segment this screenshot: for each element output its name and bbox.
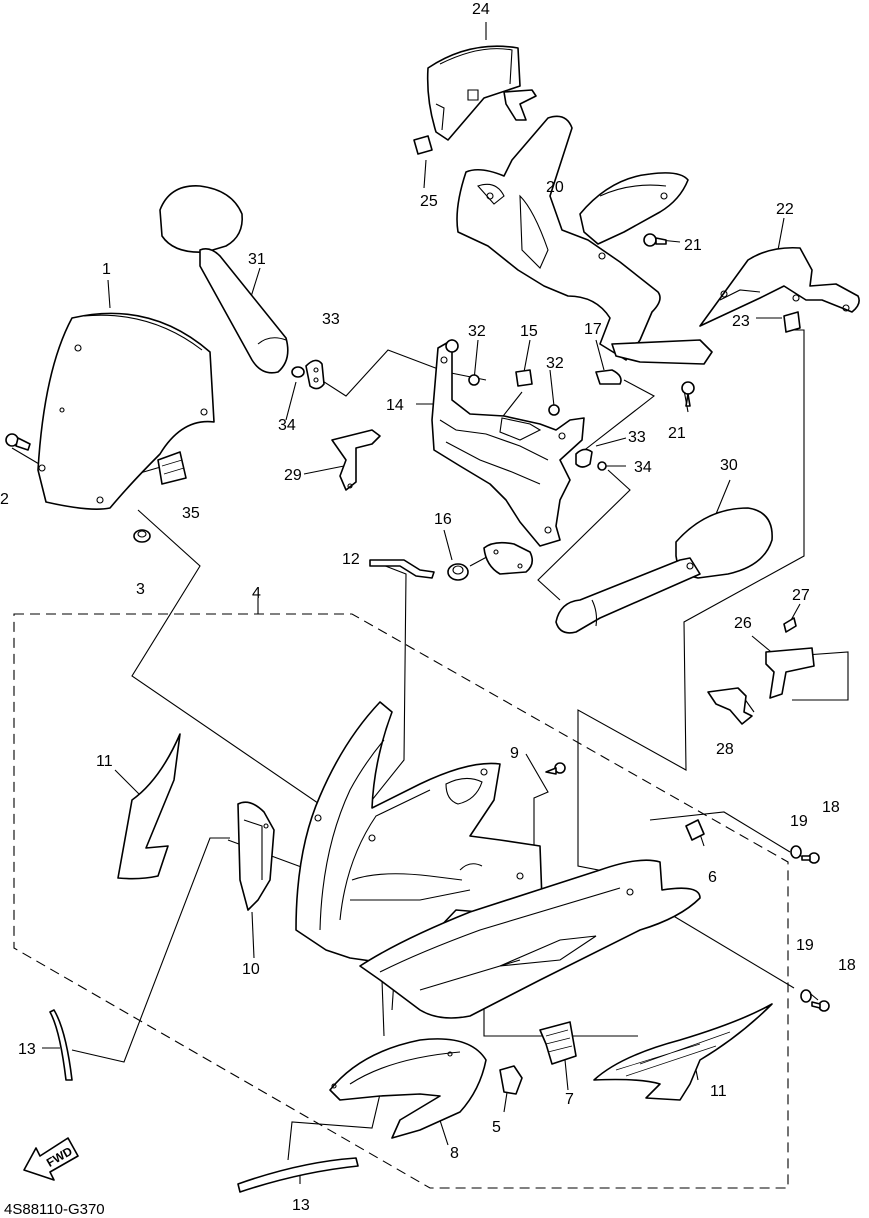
label-part-27: 27 — [792, 587, 810, 604]
windscreen-screw — [5, 433, 31, 451]
wing-clip — [685, 819, 705, 841]
left-mirror — [159, 185, 289, 374]
label-part-3: 3 — [136, 581, 145, 598]
screen-pad — [157, 451, 187, 485]
cowling-clip — [499, 1065, 523, 1095]
panel-bolt-upper — [643, 233, 667, 247]
label-part-19-upper: 19 — [790, 813, 808, 830]
label-part-13-left: 13 — [18, 1041, 36, 1058]
label-part-5: 5 — [492, 1119, 501, 1136]
label-part-4: 4 — [252, 585, 261, 602]
label-part-35: 35 — [182, 505, 200, 522]
label-part-21-upper: 21 — [684, 237, 702, 254]
label-part-20: 20 — [546, 179, 564, 196]
left-decal — [117, 733, 181, 880]
label-part-6: 6 — [708, 869, 717, 886]
washer-bolt-lower — [800, 989, 830, 1012]
label-part-15: 15 — [520, 323, 538, 340]
lower-panel — [329, 1038, 487, 1139]
trim-strip — [369, 559, 435, 579]
label-part-33-left: 33 — [322, 311, 340, 328]
grommet-and-plate — [447, 541, 534, 581]
well-nut — [133, 529, 151, 543]
windscreen — [37, 312, 215, 510]
edge-trim-left — [49, 1009, 73, 1081]
panel-clip — [783, 311, 801, 333]
label-part-18-upper: 18 — [822, 799, 840, 816]
label-part-10: 10 — [242, 961, 260, 978]
right-decal — [593, 1003, 773, 1101]
label-part-29: 29 — [284, 467, 302, 484]
left-inner-panel — [237, 801, 275, 911]
label-part-16: 16 — [434, 511, 452, 528]
label-part-1: 1 — [102, 261, 111, 278]
label-part-30: 30 — [720, 457, 738, 474]
label-part-34-right: 34 — [634, 459, 652, 476]
label-part-21-lower: 21 — [668, 425, 686, 442]
label-part-32-right: 32 — [546, 355, 564, 372]
label-part-2: 2 — [0, 491, 9, 508]
cover-clip — [413, 135, 433, 155]
inner-panel — [456, 115, 713, 365]
right-mirror — [555, 507, 773, 634]
label-part-9: 9 — [510, 745, 519, 762]
label-part-7: 7 — [565, 1091, 574, 1108]
cowling-stay — [431, 339, 585, 547]
label-part-11-left: 11 — [96, 753, 113, 770]
mirror-bolt-washer — [291, 359, 325, 390]
meter-cover — [426, 45, 537, 141]
panel-bolt-lower — [681, 381, 695, 407]
forward-direction-arrow: FWD — [23, 1137, 79, 1181]
drawing-code: 4S88110-G370 — [4, 1201, 105, 1218]
label-part-33-right: 33 — [628, 429, 646, 446]
cowling-screw — [545, 762, 566, 775]
label-part-18-lower: 18 — [838, 957, 856, 974]
small-bracket — [331, 429, 381, 491]
label-part-28: 28 — [716, 741, 734, 758]
label-part-23: 23 — [732, 313, 750, 330]
washer-bolt-upper — [790, 845, 820, 864]
side-cowling-wing — [359, 859, 701, 1019]
label-part-26: 26 — [734, 615, 752, 632]
label-part-17: 17 — [584, 321, 602, 338]
cowling-assembly-boundary — [13, 613, 789, 1189]
label-part-25: 25 — [420, 193, 438, 210]
label-part-34-left: 34 — [278, 417, 296, 434]
label-part-19-lower: 19 — [796, 937, 814, 954]
cowling-pad — [539, 1021, 577, 1065]
label-part-14: 14 — [386, 397, 404, 414]
label-part-22: 22 — [776, 201, 794, 218]
label-part-31: 31 — [248, 251, 266, 268]
label-part-13-bottom: 13 — [292, 1197, 310, 1214]
label-part-11-right: 11 — [710, 1083, 727, 1100]
label-part-8: 8 — [450, 1145, 459, 1162]
stay-fasteners — [445, 339, 622, 471]
stay-bracket-small — [707, 617, 815, 725]
side-panel — [699, 246, 860, 327]
label-part-12: 12 — [342, 551, 360, 568]
upper-cowling — [295, 701, 543, 965]
label-part-24: 24 — [472, 1, 490, 18]
label-part-32-left: 32 — [468, 323, 486, 340]
edge-trim-bottom — [237, 1157, 359, 1193]
